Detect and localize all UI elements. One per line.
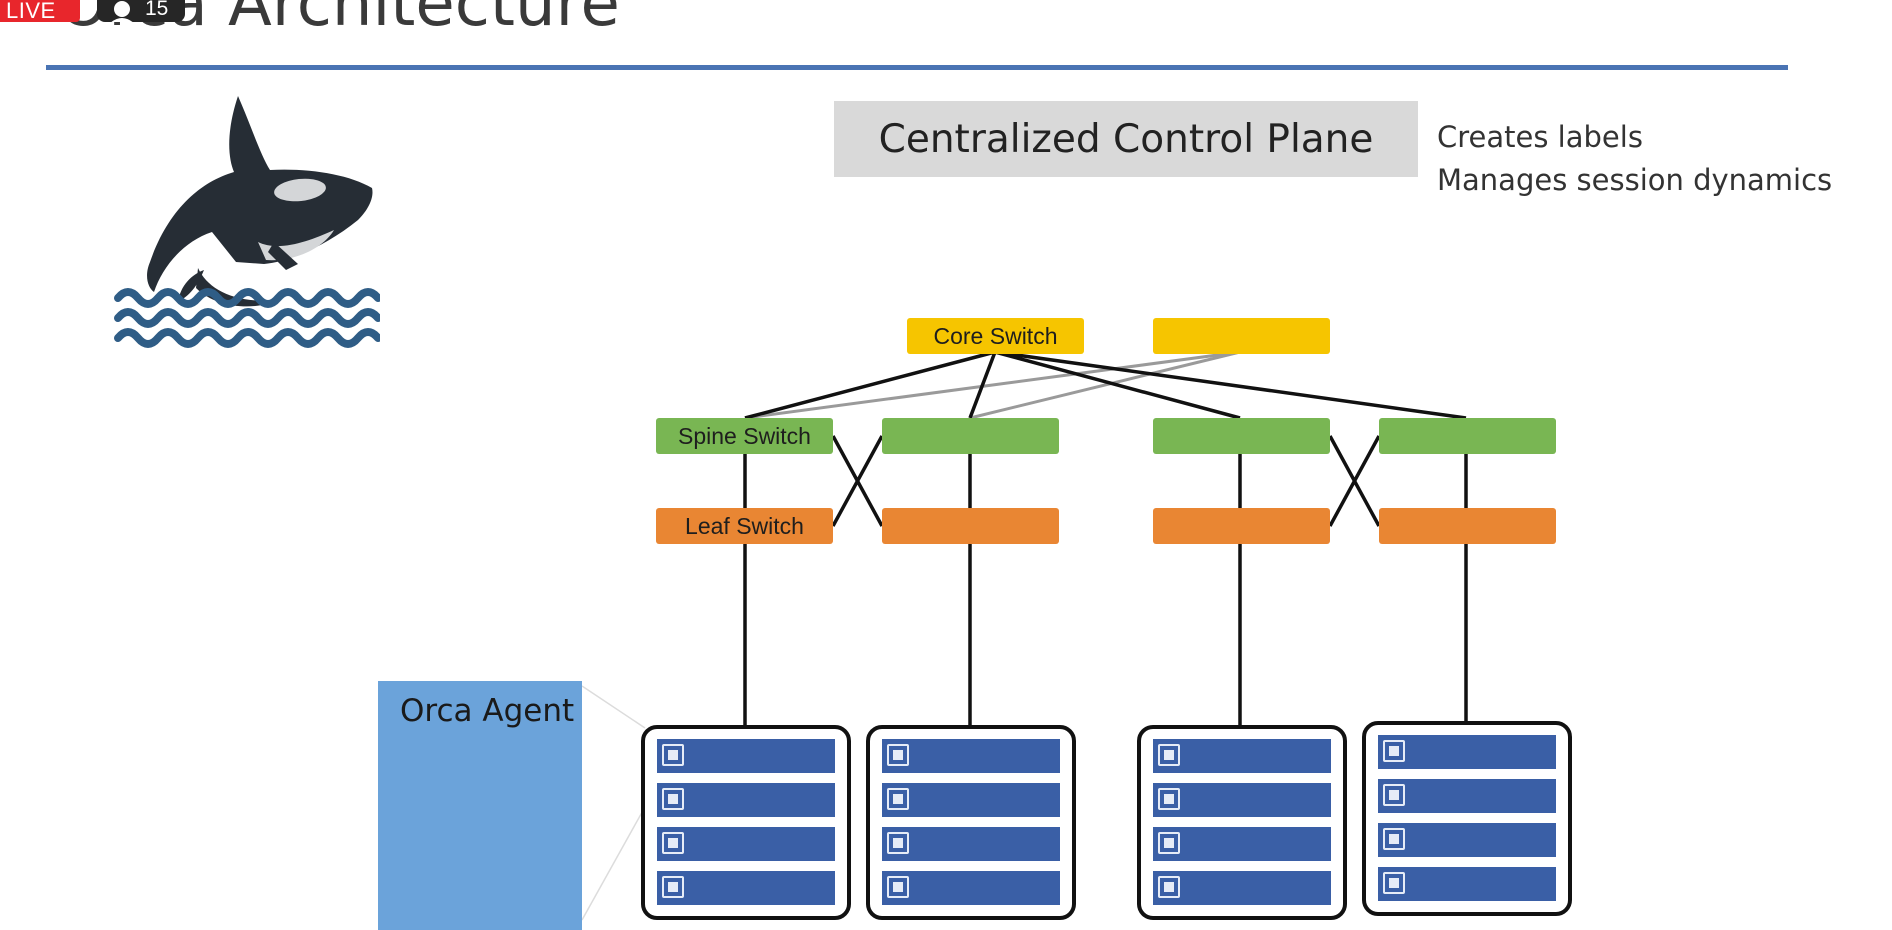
server-unit-icon <box>1378 735 1556 769</box>
server-rack <box>866 725 1076 920</box>
spine-switch-3 <box>1153 418 1330 454</box>
orca-agent-label: Orca Agent <box>400 693 575 729</box>
centralized-control-plane: Centralized Control Plane <box>834 101 1418 177</box>
server-unit-icon <box>882 739 1060 773</box>
leaf-switch-4 <box>1379 508 1556 544</box>
server-unit-icon <box>1153 827 1331 861</box>
server-rack <box>1137 725 1347 920</box>
person-icon <box>111 1 133 22</box>
leaf-switch-2 <box>882 508 1059 544</box>
server-unit-icon <box>1378 779 1556 813</box>
orca-agent-box: Orca Agent <box>378 681 582 930</box>
server-unit-icon <box>1153 783 1331 817</box>
server-unit-icon <box>1378 867 1556 901</box>
server-unit-icon <box>882 871 1060 905</box>
title-divider <box>46 65 1788 70</box>
server-unit-icon <box>1378 823 1556 857</box>
control-plane-note: Creates labels <box>1437 120 1643 154</box>
server-unit-icon <box>882 783 1060 817</box>
viewer-count: 15 <box>145 0 169 20</box>
server-unit-icon <box>657 783 835 817</box>
server-unit-icon <box>1153 739 1331 773</box>
server-rack <box>641 725 851 920</box>
server-unit-icon <box>657 827 835 861</box>
server-rack <box>1362 721 1572 916</box>
spine-switch: Spine Switch <box>656 418 833 454</box>
server-unit-icon <box>657 739 835 773</box>
server-unit-icon <box>657 871 835 905</box>
core-switch: Core Switch <box>907 318 1084 354</box>
live-badge: LIVE <box>0 0 80 22</box>
core-switch-2 <box>1153 318 1330 354</box>
spine-switch-4 <box>1379 418 1556 454</box>
leaf-switch: Leaf Switch <box>656 508 833 544</box>
leaf-switch-3 <box>1153 508 1330 544</box>
server-unit-icon <box>882 827 1060 861</box>
spine-switch-2 <box>882 418 1059 454</box>
viewer-count-badge: 15 <box>97 0 185 22</box>
server-unit-icon <box>1153 871 1331 905</box>
control-plane-note: Manages session dynamics <box>1437 163 1833 197</box>
orca-whale-icon <box>114 96 380 348</box>
